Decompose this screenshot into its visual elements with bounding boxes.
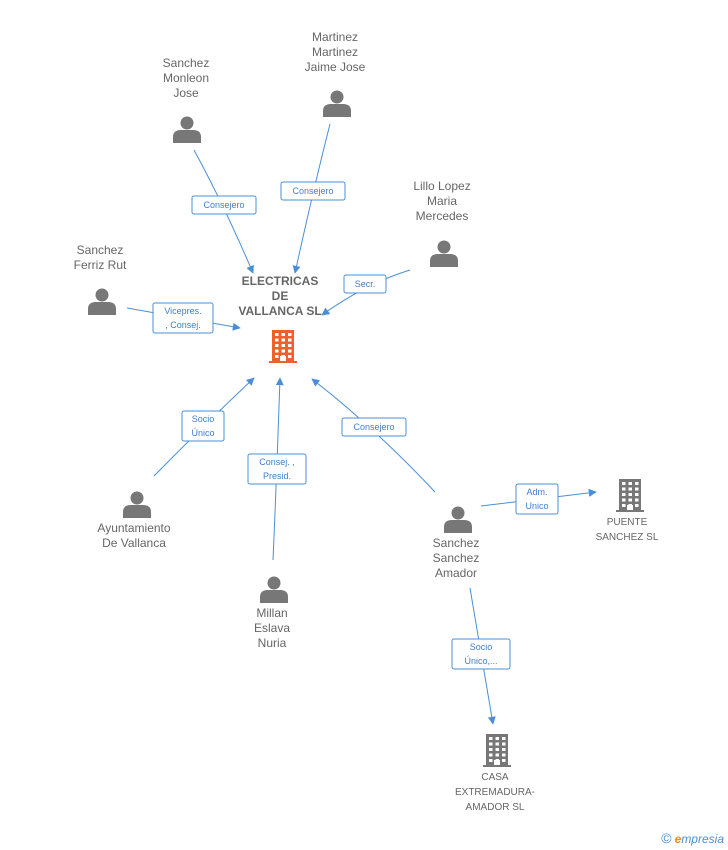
node-label-line: EXTREMADURA- [455, 787, 535, 798]
node-label-line: Monleon [163, 71, 209, 85]
edge-sanchez_monleon-to-electricas[interactable]: Consejero [191, 149, 257, 274]
edge-label-text: Único,... [464, 656, 497, 666]
edge-label-box [247, 453, 307, 485]
node-label-line: De Vallanca [102, 536, 166, 550]
building-icon [269, 330, 297, 363]
edge-label-box [280, 181, 346, 201]
node-puente[interactable]: PUENTE SANCHEZ SL [596, 479, 659, 543]
person-icon [88, 288, 116, 315]
edge-lillo-to-electricas[interactable]: Secr. [321, 269, 411, 316]
node-label-line: Ferriz Rut [74, 258, 127, 272]
edge-label-text: Presid. [263, 471, 291, 481]
node-label-line: Maria [427, 194, 457, 208]
edge-sanchez_ferriz-to-electricas[interactable]: Vicepres. , Consej. [126, 302, 241, 334]
edge-label-box [191, 195, 257, 215]
edge-label-text: Socio [470, 642, 493, 652]
edge-label-text: Consejero [203, 200, 244, 210]
edge-label-text: Consejero [353, 422, 394, 432]
node-label-line: Millan [256, 606, 287, 620]
node-casa[interactable]: CASA EXTREMADURA- AMADOR SL [455, 734, 535, 813]
node-label-line: Amador [435, 566, 477, 580]
node-label-line: Lillo Lopez [413, 179, 470, 193]
edge-sanchez_sanchez-to-puente[interactable]: Adm. Unico [480, 483, 597, 515]
edge-label-box [343, 274, 387, 294]
node-label-line: Sanchez [163, 56, 210, 70]
edge-label-text: Socio [192, 414, 215, 424]
edge-label-text: Consej. , [259, 457, 295, 467]
edge-label-box [451, 638, 511, 670]
edge-sanchez_sanchez-to-electricas[interactable]: Consejero [311, 378, 436, 493]
edge-martinez-to-electricas[interactable]: Consejero [280, 123, 346, 274]
node-label-line: Sanchez [433, 551, 480, 565]
edge-label-text: Secr. [355, 279, 376, 289]
node-label-line: Jose [173, 86, 199, 100]
node-label-line: PUENTE [607, 517, 648, 528]
node-label-line: Sanchez [77, 243, 124, 257]
node-label-line: Sanchez [433, 536, 480, 550]
node-label-line: AMADOR SL [466, 802, 525, 813]
copyright-icon: © [661, 830, 672, 846]
edge-label-box [181, 410, 225, 442]
edge-label-box [152, 302, 214, 334]
person-icon [430, 240, 458, 267]
edge-sanchez_sanchez-to-casa[interactable]: SocioÚnico,... [451, 587, 511, 725]
node-label-line: SANCHEZ SL [596, 532, 659, 543]
person-icon [260, 576, 288, 603]
edge-label-box [341, 417, 407, 437]
person-icon [444, 506, 472, 533]
brand-name: mpresia [681, 832, 724, 846]
brand-logo-letter: e [674, 832, 682, 846]
person-icon [123, 491, 151, 518]
node-label-line: Nuria [258, 636, 287, 650]
edge-label-text: , Consej. [165, 320, 201, 330]
node-label-line: DE [272, 289, 289, 303]
edge-label-box [515, 483, 559, 515]
node-label-line: Eslava [254, 621, 290, 635]
node-label-line: Martinez [312, 45, 358, 59]
edge-label-text: Adm. [526, 487, 547, 497]
node-label-line: Mercedes [416, 209, 469, 223]
edge-label-text: Único [191, 428, 214, 438]
empresia-brand[interactable]: ©empresia [661, 830, 724, 846]
building-icon [483, 734, 511, 767]
node-label-line: Martinez [312, 30, 358, 44]
building-icon [616, 479, 644, 512]
node-label-line: Ayuntamiento [97, 521, 170, 535]
edge-label-text: Consejero [292, 186, 333, 196]
node-label-line: Jaime Jose [305, 60, 366, 74]
node-label-line: CASA [481, 772, 509, 783]
edge-label-text: Vicepres. [164, 306, 201, 316]
person-icon [323, 90, 351, 117]
node-label-line: ELECTRICAS [242, 274, 319, 288]
node-label-line: VALLANCA SL [238, 304, 321, 318]
person-icon [173, 116, 201, 143]
edge-millan-to-electricas[interactable]: Consej. , Presid. [247, 377, 307, 561]
edge-label-text: Unico [525, 501, 548, 511]
